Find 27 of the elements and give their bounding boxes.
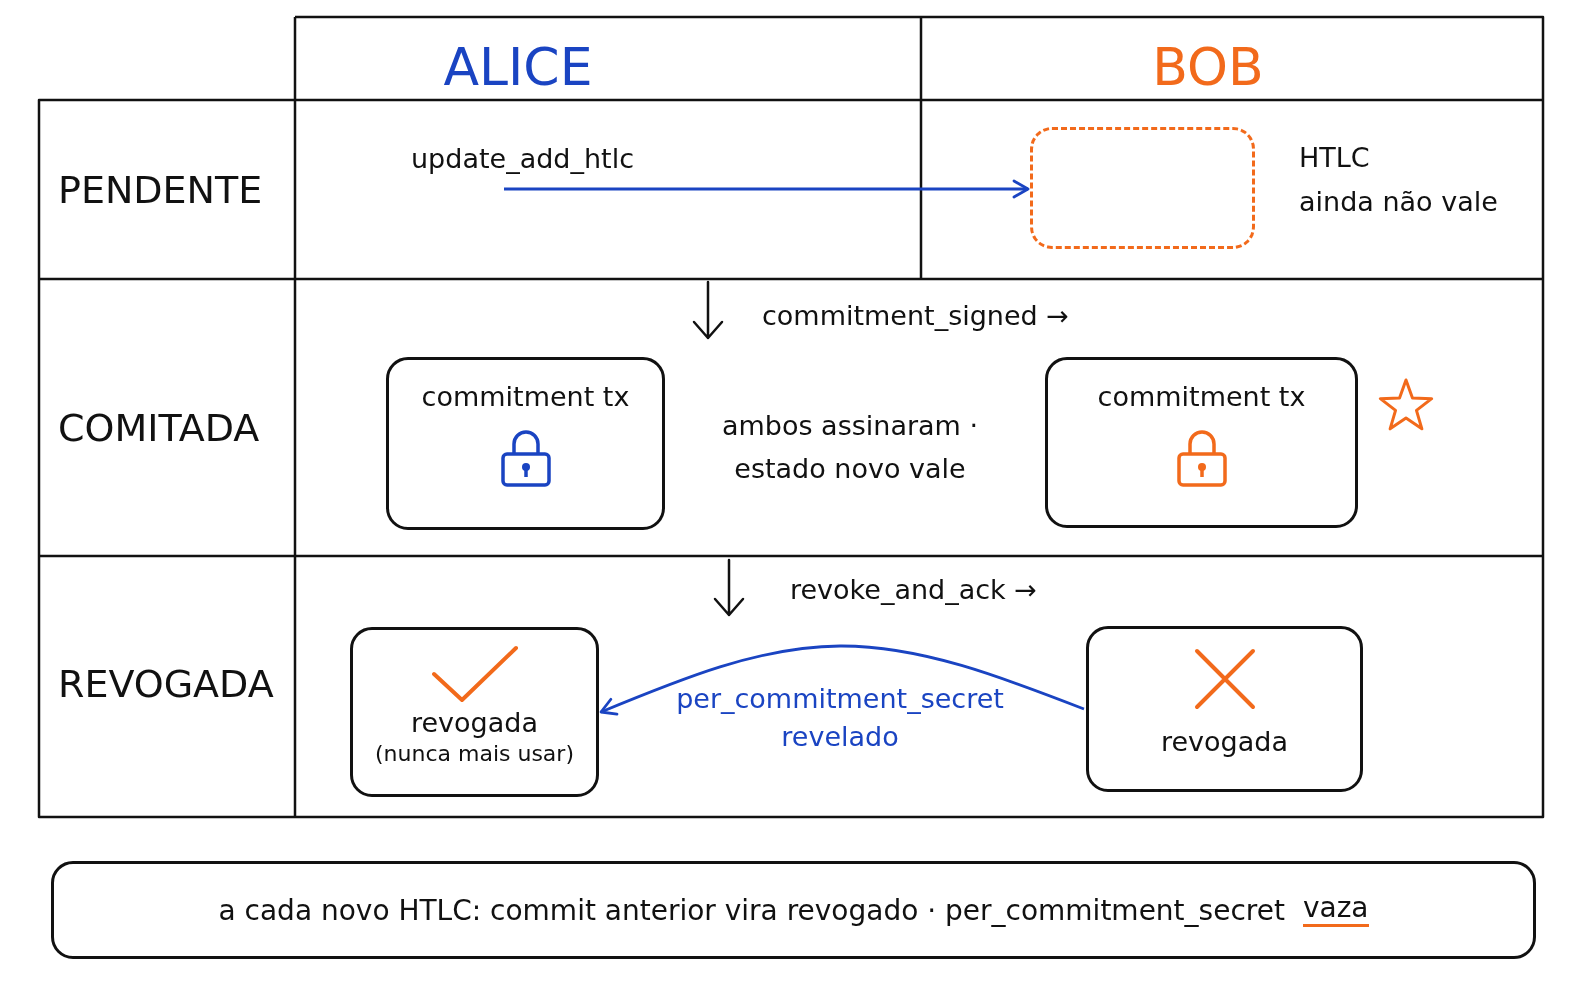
dashed-placeholder-box (1030, 127, 1255, 249)
state-box (386, 357, 665, 530)
state-box (1086, 626, 1363, 792)
note-box (51, 861, 1536, 959)
message-label: commitment_signed → (762, 299, 1070, 333)
note-text: ainda não vale (1299, 186, 1498, 217)
box-title: revogada (411, 706, 538, 740)
state-box (350, 627, 599, 797)
status-note: ambos assinaram · estado novo vale (720, 409, 980, 487)
box-title: commitment tx (421, 380, 630, 414)
row-header: PENDENTE (58, 167, 264, 214)
box-title: revogada (1161, 725, 1288, 759)
box-title: commitment tx (1097, 380, 1306, 414)
message-label: revoke_and_ack → (790, 573, 1038, 607)
edge-label: update_add_htlc (411, 142, 635, 176)
highlighted-word: vaza (1302, 893, 1369, 927)
box-subtitle: (nunca mais usar) (375, 739, 574, 768)
column-header: ALICE (442, 36, 594, 99)
state-box (1045, 357, 1358, 528)
row-header: COMITADA (58, 405, 261, 452)
arrow (599, 644, 1085, 716)
arrow (504, 179, 1030, 199)
row-header: REVOGADA (58, 661, 275, 708)
footer-note: a cada novo HTLC: commit anterior vira revogado · per_commitment_secret (218, 892, 1285, 928)
column-header: BOB (1151, 36, 1265, 99)
note-text: HTLC (1299, 142, 1370, 173)
edge-label: per_commitment_secret revelado (675, 682, 1005, 754)
